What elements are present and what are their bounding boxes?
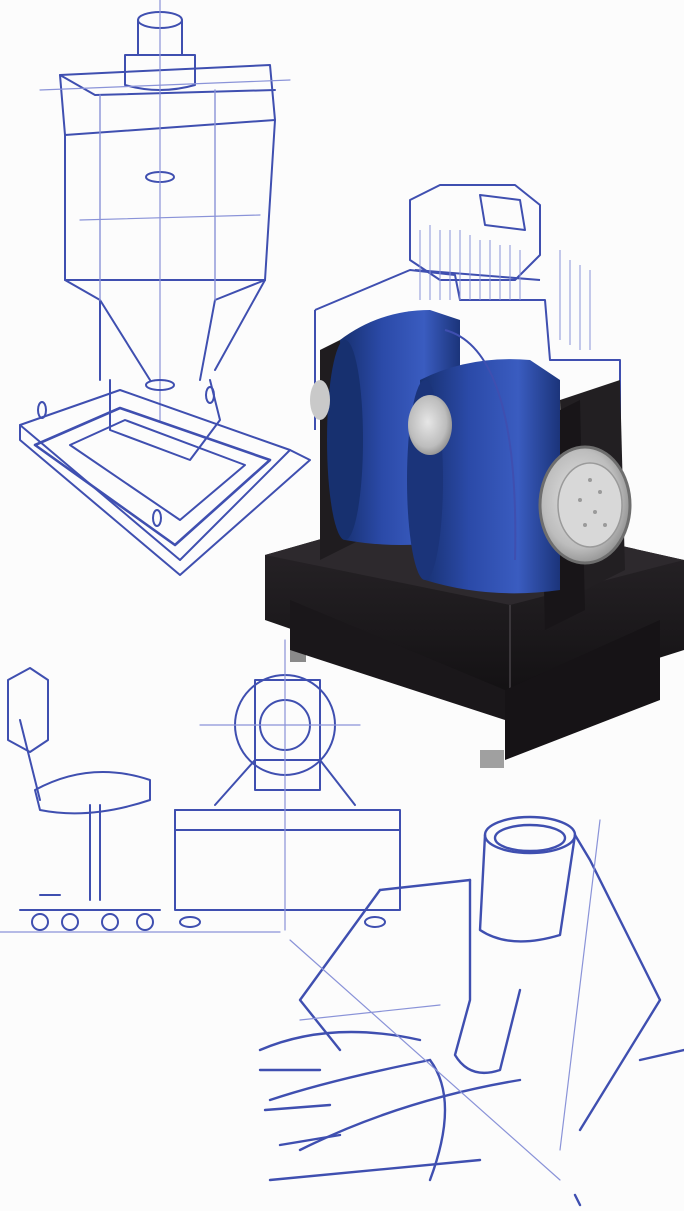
tube-perspective-sketch bbox=[258, 815, 684, 1207]
tower-sketch bbox=[19, 0, 311, 576]
chair-sketch bbox=[0, 667, 281, 933]
side-view-sketch bbox=[174, 639, 401, 931]
rendered-machine bbox=[265, 184, 684, 768]
